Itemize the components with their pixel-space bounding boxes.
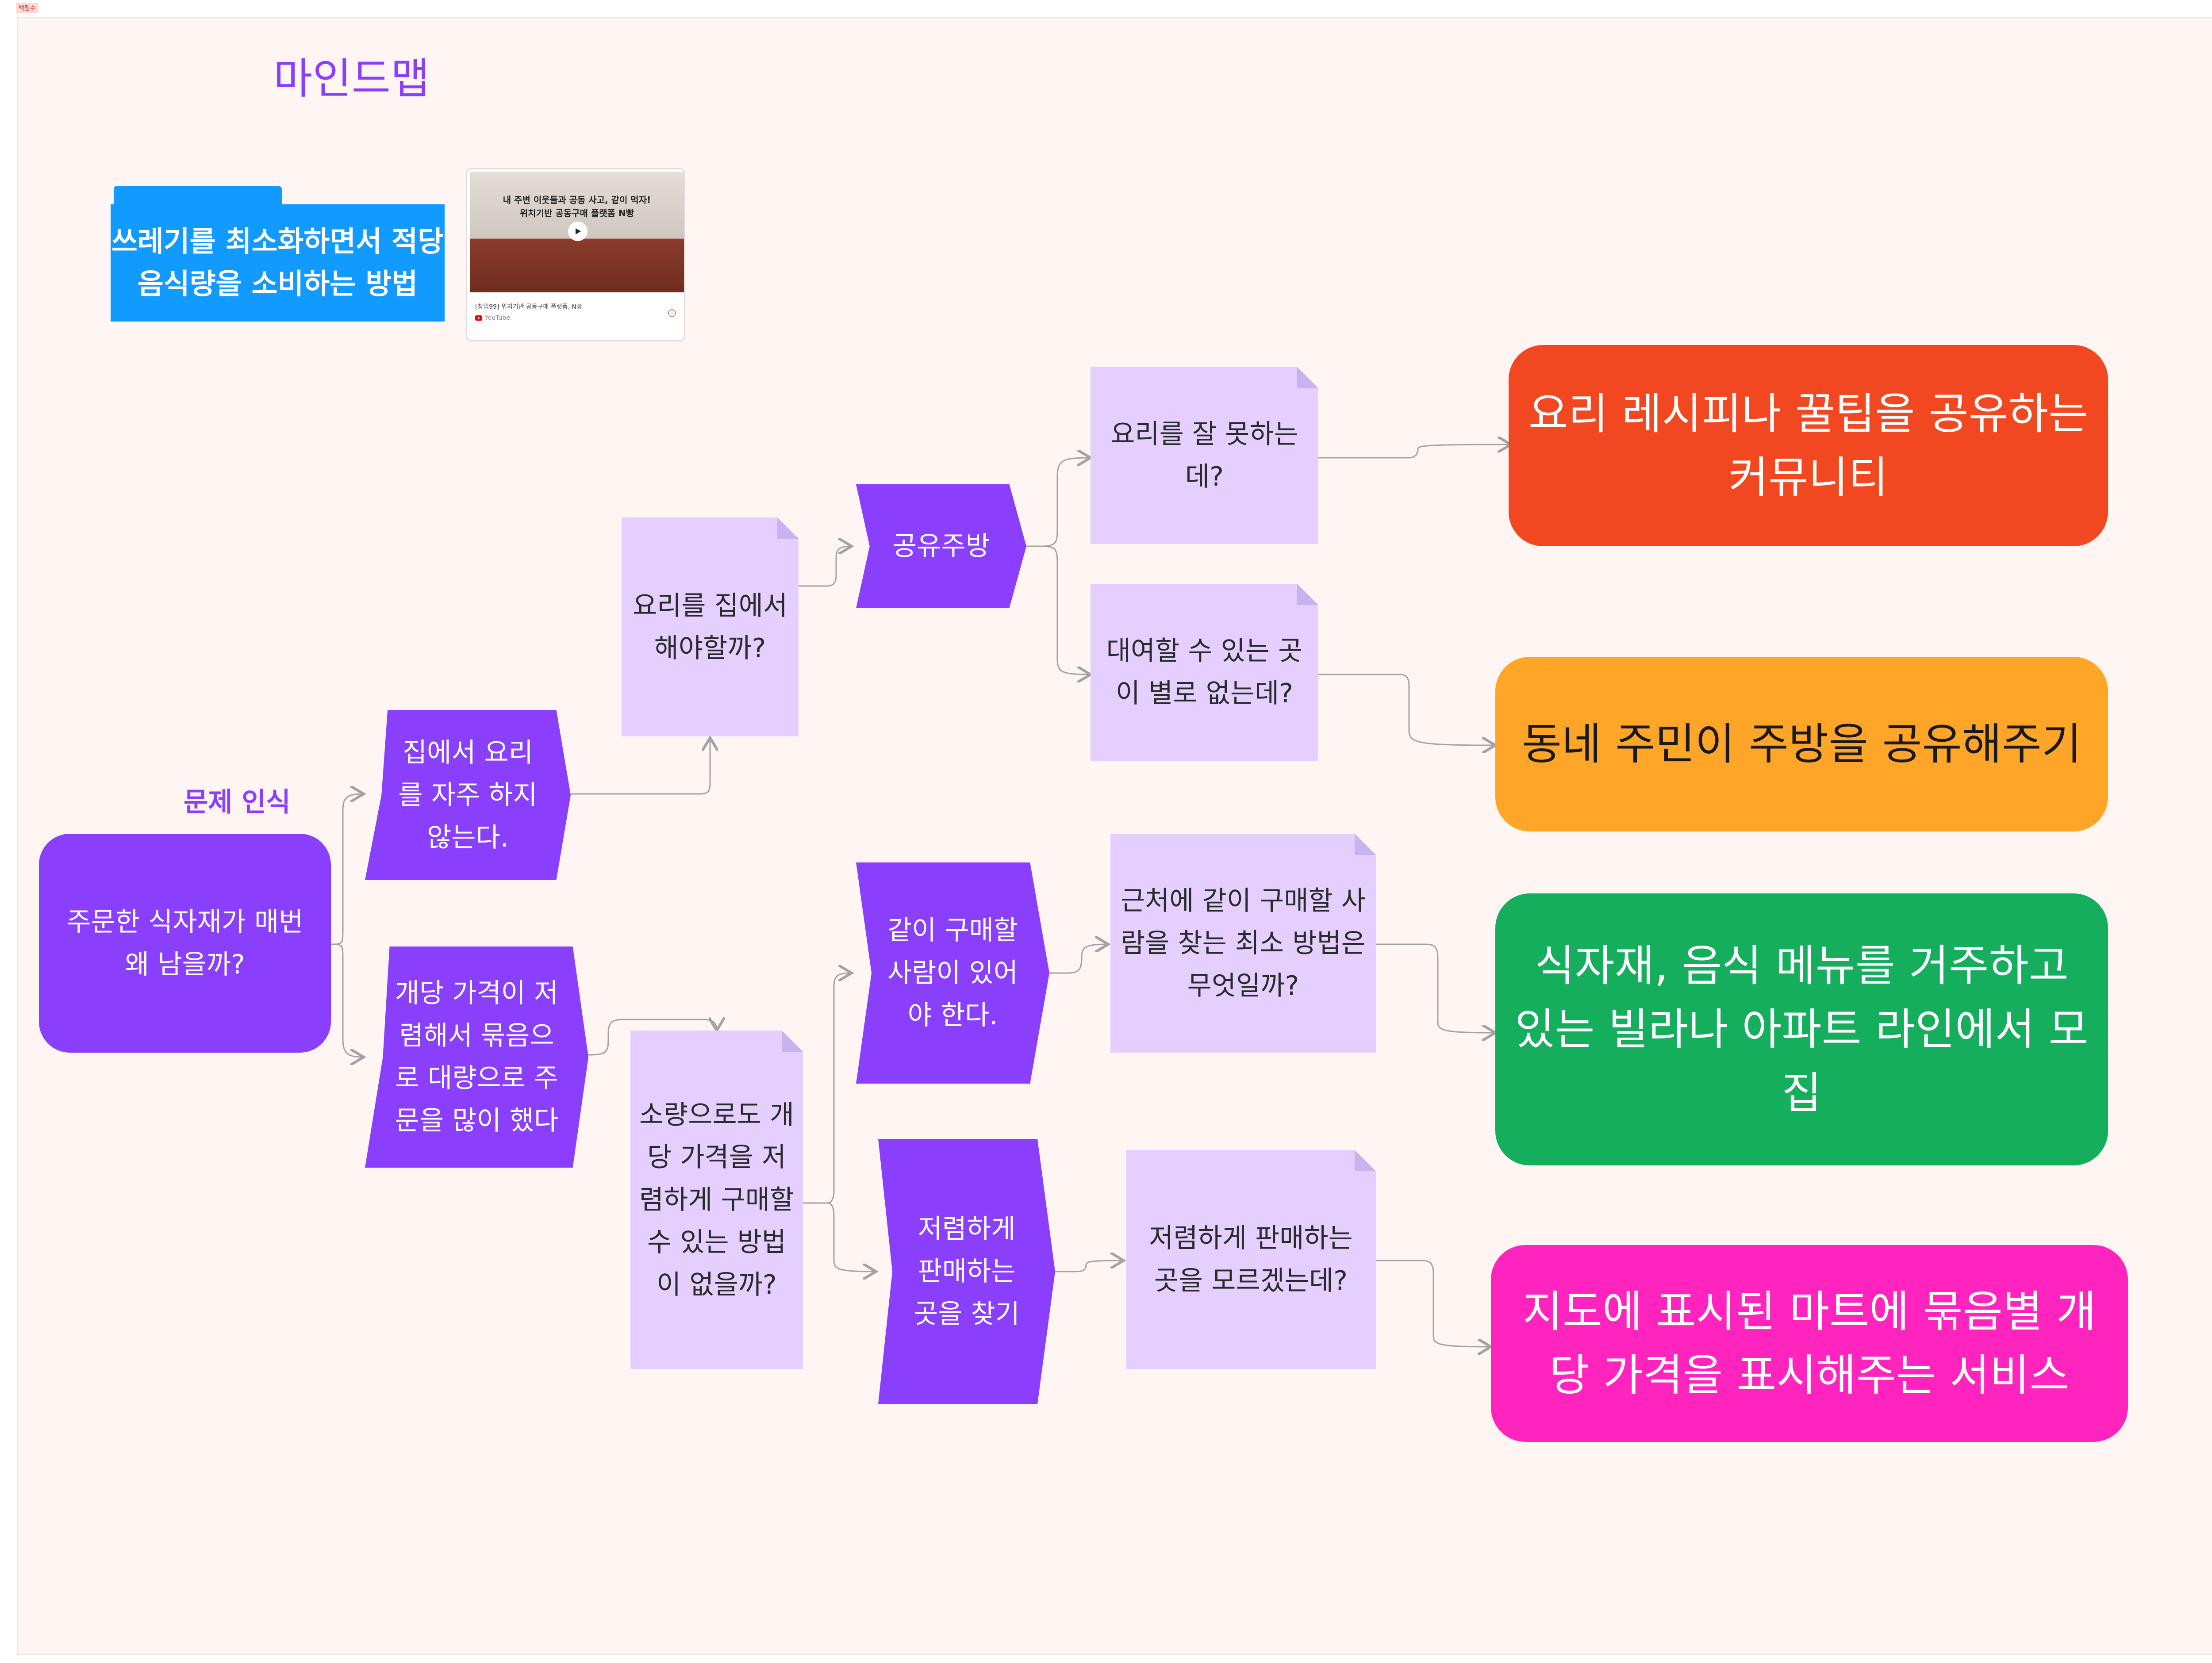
cause-node-1[interactable]: 집에서 요리를 자주 하지 않는다. [365,710,571,880]
root-node[interactable]: 주문한 식자재가 매번 왜 남을까? [39,834,331,1053]
video-source-label: YouTube [485,314,510,322]
question-text: 소량으로도 개당 가격을 저렴하게 구매할 수 있는 방법이 없을까? [639,1099,795,1300]
connector [803,973,852,1204]
connector [1376,1260,1491,1347]
video-headline-line2: 위치기반 공동구매 플랫폼 N빵 [519,208,634,218]
page-title: 마인드맵 [273,54,430,103]
connector [799,546,852,587]
connector [1026,458,1091,547]
concern-sticky-4[interactable]: 저렴하게 판매하는 곳을 모르겠는데? [1126,1150,1376,1369]
idea-node-2[interactable]: 같이 구매할 사람이 있어야 한다. [856,862,1049,1084]
connector [1055,1261,1124,1272]
concern-text: 저렴하게 판매하는 곳을 모르겠는데? [1149,1222,1353,1296]
problem-label: 문제 인식 [184,787,291,818]
connector [1318,444,1511,459]
concern-sticky-2[interactable]: 대여할 수 있는 곳이 별로 없는데? [1091,584,1318,761]
result-text: 요리 레시피나 꿀팁을 공유하는 커뮤니티 [1528,388,2089,503]
topic-text: 쓰레기를 최소화하면서 적당 음식량을 소비하는 방법 [111,225,444,301]
video-link-card[interactable]: 내 주변 이웃들과 공동 사고, 같이 먹자! 위치기반 공동구매 플랫폼 N빵… [466,168,685,341]
idea-text: 저렴하게 판매하는 곳을 찾기 [914,1214,1020,1330]
idea-text: 같이 구매할 사람이 있어야 한다. [887,915,1018,1031]
info-icon[interactable] [667,308,677,318]
cause-text: 개당 가격이 저렴해서 묶음으로 대량으로 주문을 많이 했다 [395,978,559,1136]
result-kitchen-share[interactable]: 동네 주민이 주방을 공유해주기 [1495,657,2108,832]
result-price-map[interactable]: 지도에 표시된 마트에 묶음별 개당 가격을 표시해주는 서비스 [1491,1245,2128,1442]
concern-text: 근처에 같이 구매할 사람을 찾는 최소 방법은 무엇일까? [1120,885,1366,1001]
connector [329,943,364,1057]
video-headline-line1: 내 주변 이웃들과 공동 사고, 같이 먹자! [503,195,651,205]
cause-node-2[interactable]: 개당 가격이 저렴해서 묶음으로 대량으로 주문을 많이 했다 [365,946,588,1168]
question-text: 요리를 집에서 해야할까? [632,590,788,664]
question-sticky-1[interactable]: 요리를 집에서 해야할까? [622,517,799,736]
connector [1376,943,1495,1033]
concern-text: 대여할 수 있는 곳이 별로 없는데? [1106,636,1303,709]
root-text: 주문한 식자재가 매번 왜 남을까? [66,906,303,980]
connector [587,1019,717,1056]
connector [329,794,364,945]
connector [1049,944,1108,974]
play-icon[interactable] [568,222,588,241]
video-caption: [창업99] 위치기반 공동구매 플랫폼, N빵 [475,303,582,310]
concern-text: 요리를 잘 못하는데? [1110,419,1298,492]
video-thumbnail[interactable]: 내 주변 이웃들과 공동 사고, 같이 먹자! 위치기반 공동구매 플랫폼 N빵 [470,172,684,292]
connector [571,738,710,795]
result-community[interactable]: 요리 레시피나 꿀팁을 공유하는 커뮤니티 [1509,345,2108,546]
idea-node-3[interactable]: 저렴하게 판매하는 곳을 찾기 [878,1139,1055,1404]
concern-sticky-3[interactable]: 근처에 같이 구매할 사람을 찾는 최소 방법은 무엇일까? [1110,834,1376,1053]
result-text: 지도에 표시된 마트에 묶음별 개당 가격을 표시해주는 서비스 [1522,1286,2097,1401]
concern-sticky-1[interactable]: 요리를 잘 못하는데? [1091,367,1318,544]
result-group-buy[interactable]: 식자재, 음식 메뉴를 거주하고 있는 빌라나 아파트 라인에서 모집 [1495,893,2108,1165]
idea-text: 공유주방 [892,531,990,562]
video-source: YouTube [475,314,510,322]
topic-folder[interactable]: 쓰레기를 최소화하면서 적당 음식량을 소비하는 방법 [111,204,445,322]
connector [1026,545,1091,674]
connector [1318,674,1495,745]
result-text: 식자재, 음식 메뉴를 거주하고 있는 빌라나 아파트 라인에서 모집 [1515,940,2089,1119]
question-sticky-2[interactable]: 소량으로도 개당 가격을 저렴하게 구매할 수 있는 방법이 없을까? [630,1031,803,1369]
result-text: 동네 주민이 주방을 공유해주기 [1521,719,2082,770]
youtube-icon [475,315,482,321]
idea-node-1[interactable]: 공유주방 [856,484,1026,608]
connector [803,1202,876,1272]
folder-tab [114,186,282,206]
cause-text: 집에서 요리를 자주 하지 않는다. [398,737,538,853]
frame-tag[interactable]: 백림수 [16,3,38,13]
